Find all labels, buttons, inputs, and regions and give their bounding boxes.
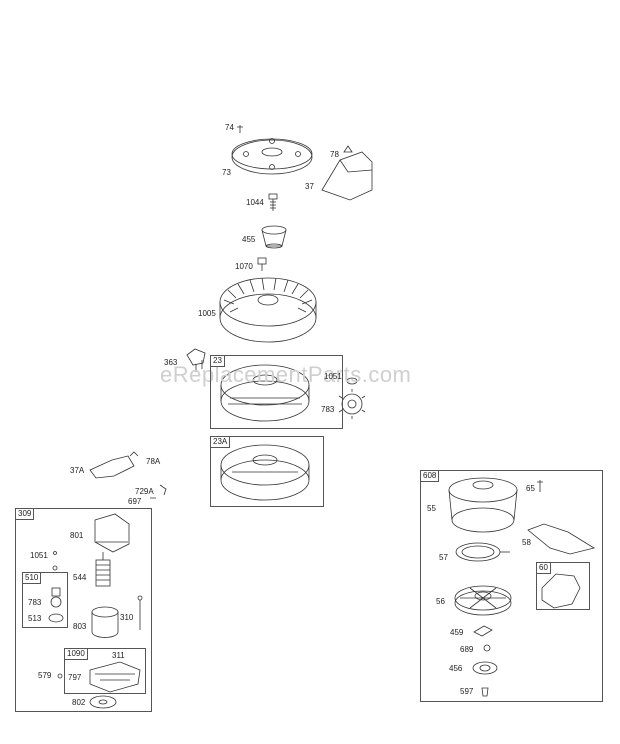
spring-689-drawing <box>483 644 491 652</box>
cup-455-drawing <box>261 225 287 249</box>
label-37A: 37A <box>70 466 85 475</box>
box-23A-label: 23A <box>211 437 231 448</box>
label-55: 55 <box>427 504 436 513</box>
label-78: 78 <box>330 150 339 159</box>
pulley-56-drawing <box>454 585 512 616</box>
label-803: 803 <box>73 622 87 631</box>
starter-309-drawing <box>52 513 143 638</box>
box-1090-label: 1090 <box>65 649 88 660</box>
solenoid-1090-drawing <box>57 661 141 693</box>
label-65: 65 <box>526 484 535 493</box>
clip-729A-drawing <box>150 484 167 499</box>
box-608-label: 608 <box>421 471 440 482</box>
housing-55-drawing <box>448 477 518 533</box>
box-309: 309 <box>15 508 152 712</box>
label-1044: 1044 <box>246 198 264 207</box>
label-544: 544 <box>73 573 87 582</box>
label-456: 456 <box>449 664 463 673</box>
label-58: 58 <box>522 538 531 547</box>
label-455: 455 <box>242 235 256 244</box>
bracket-363-drawing <box>186 348 206 372</box>
label-363: 363 <box>164 358 178 367</box>
rope-57-drawing <box>455 542 510 562</box>
label-56: 56 <box>436 597 445 606</box>
label-57: 57 <box>439 553 448 562</box>
label-1005: 1005 <box>198 309 216 318</box>
box-23A: 23A <box>210 436 324 507</box>
label-74: 74 <box>225 123 234 132</box>
pawl-459-drawing <box>473 625 493 637</box>
plate-456-drawing <box>472 661 498 675</box>
label-579: 579 <box>38 671 52 680</box>
spring-58-drawing <box>527 523 596 555</box>
label-689: 689 <box>460 645 474 654</box>
cover-73-drawing <box>231 138 313 175</box>
label-1051-top: 1051 <box>324 372 342 381</box>
label-801: 801 <box>70 531 84 540</box>
label-597: 597 <box>460 687 474 696</box>
box-23: 23 <box>210 355 343 429</box>
box-309-label: 309 <box>16 509 35 520</box>
label-37: 37 <box>305 182 314 191</box>
flywheel-23-drawing <box>220 364 310 422</box>
label-513: 513 <box>28 614 42 623</box>
label-78A: 78A <box>146 457 161 466</box>
label-783-top: 783 <box>321 405 335 414</box>
label-310: 310 <box>120 613 134 622</box>
flywheel-23A-drawing <box>220 444 310 501</box>
label-797: 797 <box>68 673 82 682</box>
label-697: 697 <box>128 497 142 506</box>
label-311: 311 <box>112 651 125 660</box>
label-1051-starter: 1051 <box>30 551 48 560</box>
label-729A: 729A <box>135 487 154 496</box>
screw-597-drawing <box>481 687 489 697</box>
bracket-37A-drawing <box>89 451 139 479</box>
box-510-label: 510 <box>23 573 42 584</box>
label-783-starter: 783 <box>28 598 42 607</box>
flywheel-1005-drawing <box>219 277 317 343</box>
box-1090: 1090 <box>64 648 146 694</box>
label-73: 73 <box>222 168 231 177</box>
screw-65-drawing <box>537 480 543 492</box>
screw-74-drawing <box>237 125 243 133</box>
box-510: 510 <box>22 572 68 628</box>
box-60: 60 <box>536 562 590 610</box>
bolt-1044-drawing <box>268 193 278 211</box>
box-23-label: 23 <box>211 356 225 367</box>
label-459: 459 <box>450 628 464 637</box>
handle-60-drawing <box>541 573 581 609</box>
box-608: 608 <box>420 470 603 702</box>
label-802: 802 <box>72 698 86 707</box>
gear-510-drawing <box>48 587 64 623</box>
bracket-37-drawing <box>321 145 373 201</box>
nut-1070-drawing <box>257 257 267 271</box>
box-60-label: 60 <box>537 563 551 574</box>
washer-802-drawing <box>89 695 117 709</box>
label-1070: 1070 <box>235 262 253 271</box>
watermark-text: eReplacementParts.com <box>160 362 412 387</box>
